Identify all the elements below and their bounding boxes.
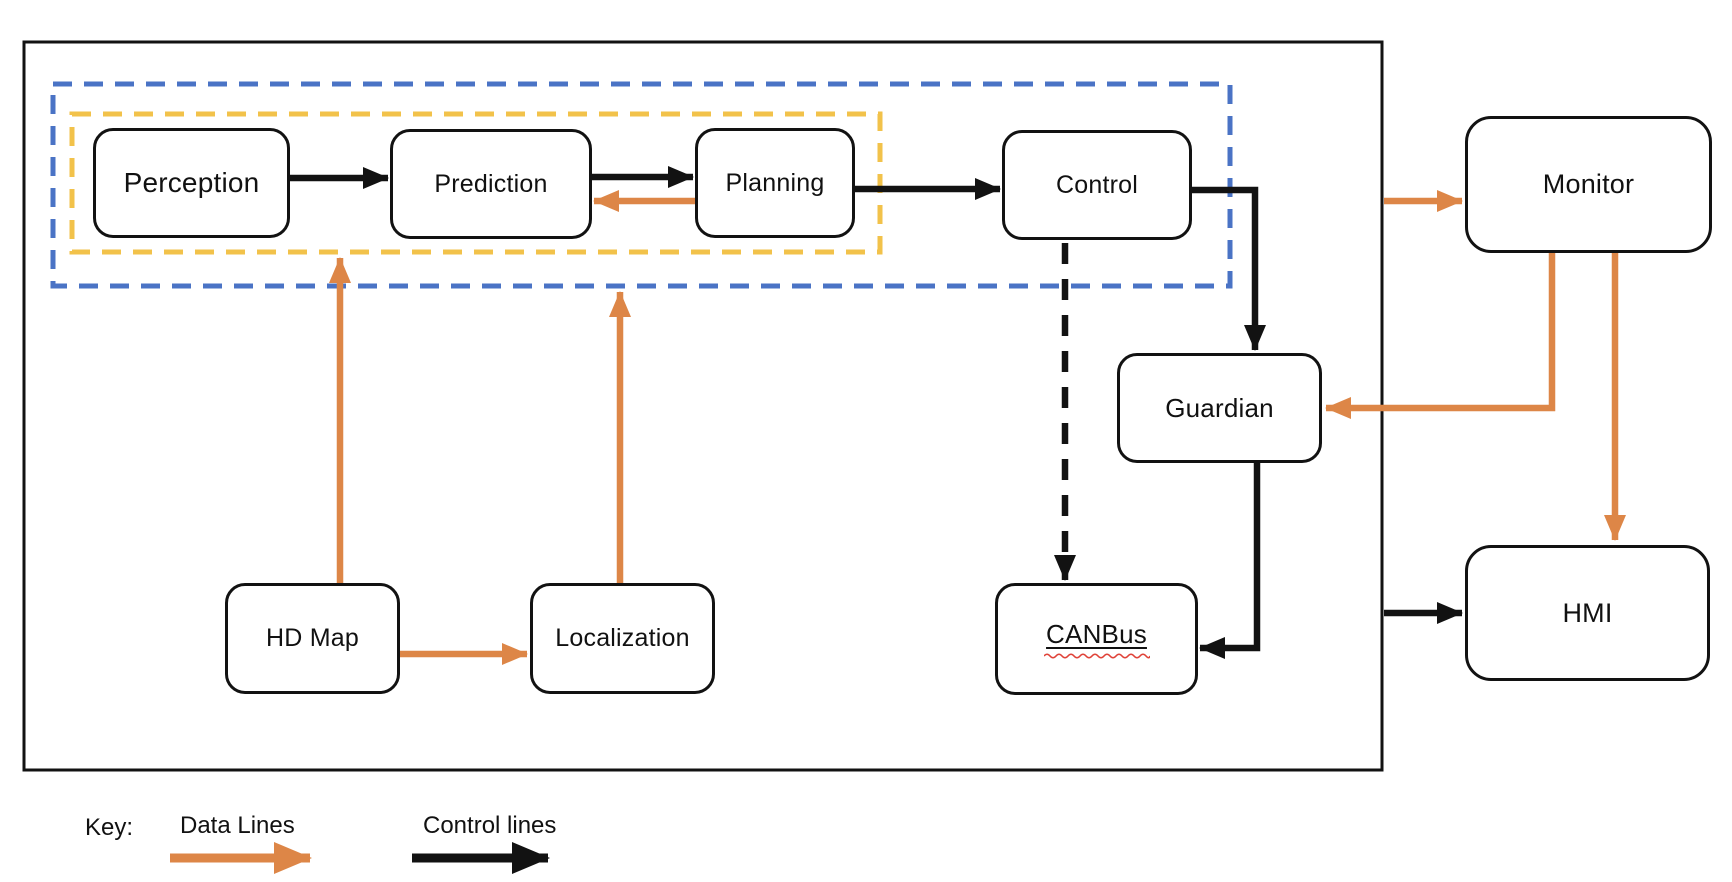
node-perception-label: Perception	[123, 167, 260, 198]
autonomy-software-boundary-blue-dashed	[50, 81, 1233, 289]
node-localization: Localization	[530, 583, 715, 694]
node-localization-label: Localization	[555, 624, 690, 652]
node-hd-map-label: HD Map	[266, 624, 359, 652]
node-planning-label: Planning	[725, 168, 825, 197]
node-hmi-label: HMI	[1562, 597, 1613, 628]
spellcheck-squiggle-icon	[1043, 652, 1150, 659]
node-guardian-label: Guardian	[1165, 392, 1274, 423]
node-planning: Planning	[695, 128, 855, 238]
node-canbus: CANBus	[995, 583, 1198, 695]
legend-data-lines-label: Data Lines	[180, 812, 295, 839]
node-perception: Perception	[93, 128, 290, 238]
legend-key-label: Key:	[85, 814, 134, 841]
node-monitor-label: Monitor	[1542, 169, 1635, 199]
edge-guardian-to-canbus	[1199, 463, 1261, 659]
node-control: Control	[1002, 130, 1192, 240]
node-guardian: Guardian	[1117, 353, 1322, 463]
node-hmi: HMI	[1465, 545, 1710, 681]
node-hd-map: HD Map	[225, 583, 400, 694]
node-prediction: Prediction	[390, 129, 592, 239]
node-control-label: Control	[1056, 170, 1138, 199]
node-monitor: Monitor	[1465, 116, 1712, 253]
legend-control-lines-label: Control lines	[423, 812, 557, 839]
node-canbus-label: CANBus	[1046, 618, 1147, 649]
pnc-subsystem-boundary-yellow-dashed	[69, 111, 883, 255]
edge-control-to-guardian	[1192, 186, 1266, 351]
edge-monitor-to-guardian	[1325, 253, 1556, 419]
node-prediction-label: Prediction	[434, 169, 548, 198]
